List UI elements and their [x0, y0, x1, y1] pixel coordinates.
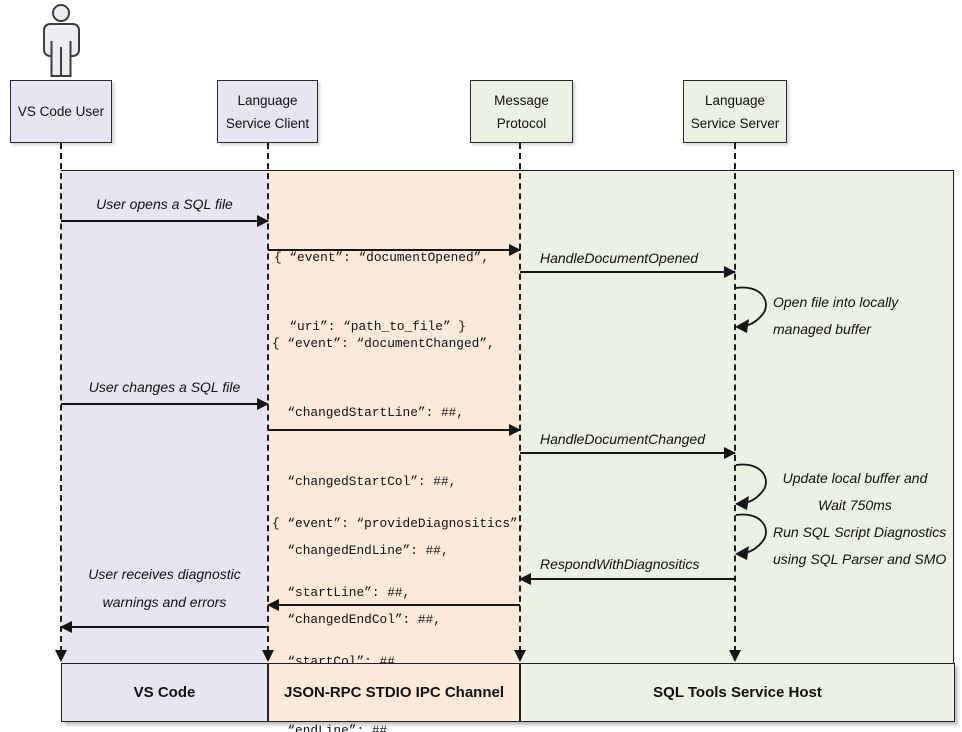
payload-line: { “event”: “provideDiagnositics”,	[272, 516, 526, 531]
arrow-handle-document-changed	[520, 447, 736, 459]
footer-label: SQL Tools Service Host	[653, 684, 822, 701]
lifeline-protocol	[519, 143, 521, 652]
footer-label: JSON-RPC STDIO IPC Channel	[283, 684, 505, 701]
message-label-change-file: User changes a SQL file	[88, 379, 241, 395]
arrow-handle-document-opened	[520, 266, 736, 278]
footer-label: VS Code	[133, 684, 196, 701]
arrow-provide-diagnostics	[267, 599, 520, 611]
header-label: VS Code User	[17, 104, 105, 119]
message-label-respond-with-diagnostics: RespondWithDiagnositics	[540, 556, 700, 572]
payload-document-opened: { “event”: “documentOpened”, “uri”: “pat…	[274, 200, 489, 384]
header-label: Message	[494, 92, 549, 108]
lifeline-client	[267, 143, 269, 652]
header-box-message-protocol: Message Protocol	[470, 80, 573, 143]
footer-box-sql-tools-host: SQL Tools Service Host	[520, 663, 955, 722]
note-update-buffer-line2: Wait 750ms	[818, 497, 892, 513]
note-update-buffer-line1: Update local buffer and	[782, 470, 928, 486]
header-label: Language	[237, 92, 298, 108]
lane-json-rpc-channel	[268, 170, 520, 722]
person-icon	[43, 4, 80, 77]
note-open-buffer-line2: managed buffer	[773, 321, 872, 337]
payload-line: “changedStartCol”: ##,	[272, 474, 457, 489]
self-loop-run-diagnostics-icon	[735, 513, 767, 560]
header-label: Service Server	[690, 115, 780, 131]
header-label: Protocol	[496, 115, 547, 131]
arrow-respond-with-diagnostics	[519, 573, 735, 585]
footer-box-json-rpc-channel: JSON-RPC STDIO IPC Channel	[268, 663, 520, 722]
lifeline-end-arrow-icon	[55, 650, 67, 662]
payload-line: “uri”: “path_to_file” }	[274, 319, 466, 334]
payload-line: “changedEndLine”: ##,	[272, 543, 449, 558]
message-label-open-file: User opens a SQL file	[96, 196, 233, 212]
note-run-diagnostics-line1: Run SQL Script Diagnostics	[773, 524, 947, 540]
note-run-diagnostics-line2: using SQL Parser and SMO	[773, 551, 947, 567]
header-box-language-service-client: Language Service Client	[217, 80, 318, 143]
message-label-handle-document-changed: HandleDocumentChanged	[540, 431, 705, 447]
lifeline-end-arrow-icon	[514, 650, 526, 662]
payload-line: “changedStartLine”: ##,	[272, 405, 464, 420]
header-box-language-service-server: Language Service Server	[683, 80, 787, 143]
arrow-user-opens-file	[61, 215, 269, 227]
self-loop-update-buffer-icon	[735, 463, 767, 510]
arrow-user-receives-diagnostics	[60, 621, 268, 633]
footer-box-vscode: VS Code	[61, 663, 268, 722]
note-open-buffer-line1: Open file into locally	[773, 294, 899, 310]
payload-line: “startLine”: ##,	[272, 585, 411, 600]
self-loop-open-file-icon	[735, 286, 767, 333]
message-label-receive-diagnostic-line1: User receives diagnostic	[88, 566, 241, 582]
arrow-document-opened	[268, 244, 521, 256]
message-label-receive-diagnostic-line2: warnings and errors	[102, 594, 227, 610]
payload-line: “changedEndCol”: ##,	[272, 612, 441, 627]
arrow-document-changed	[268, 424, 521, 436]
message-label-handle-document-opened: HandleDocumentOpened	[540, 250, 698, 266]
payload-line: { “event”: “documentChanged”,	[272, 336, 495, 351]
header-label: Service Client	[225, 115, 310, 131]
lane-sql-tools-host	[520, 170, 955, 722]
lifeline-user	[60, 143, 62, 652]
payload-line: { “event”: “documentOpened”,	[274, 250, 490, 265]
lifeline-end-arrow-icon	[262, 650, 274, 662]
header-box-vscode-user: VS Code User	[10, 80, 112, 143]
payload-line: “endLine”: ##,	[272, 723, 395, 732]
lifeline-end-arrow-icon	[729, 650, 741, 662]
lifeline-server	[734, 143, 736, 652]
arrow-user-changes-file	[61, 398, 269, 410]
header-label: Language	[704, 92, 766, 108]
lane-vscode	[61, 170, 268, 722]
